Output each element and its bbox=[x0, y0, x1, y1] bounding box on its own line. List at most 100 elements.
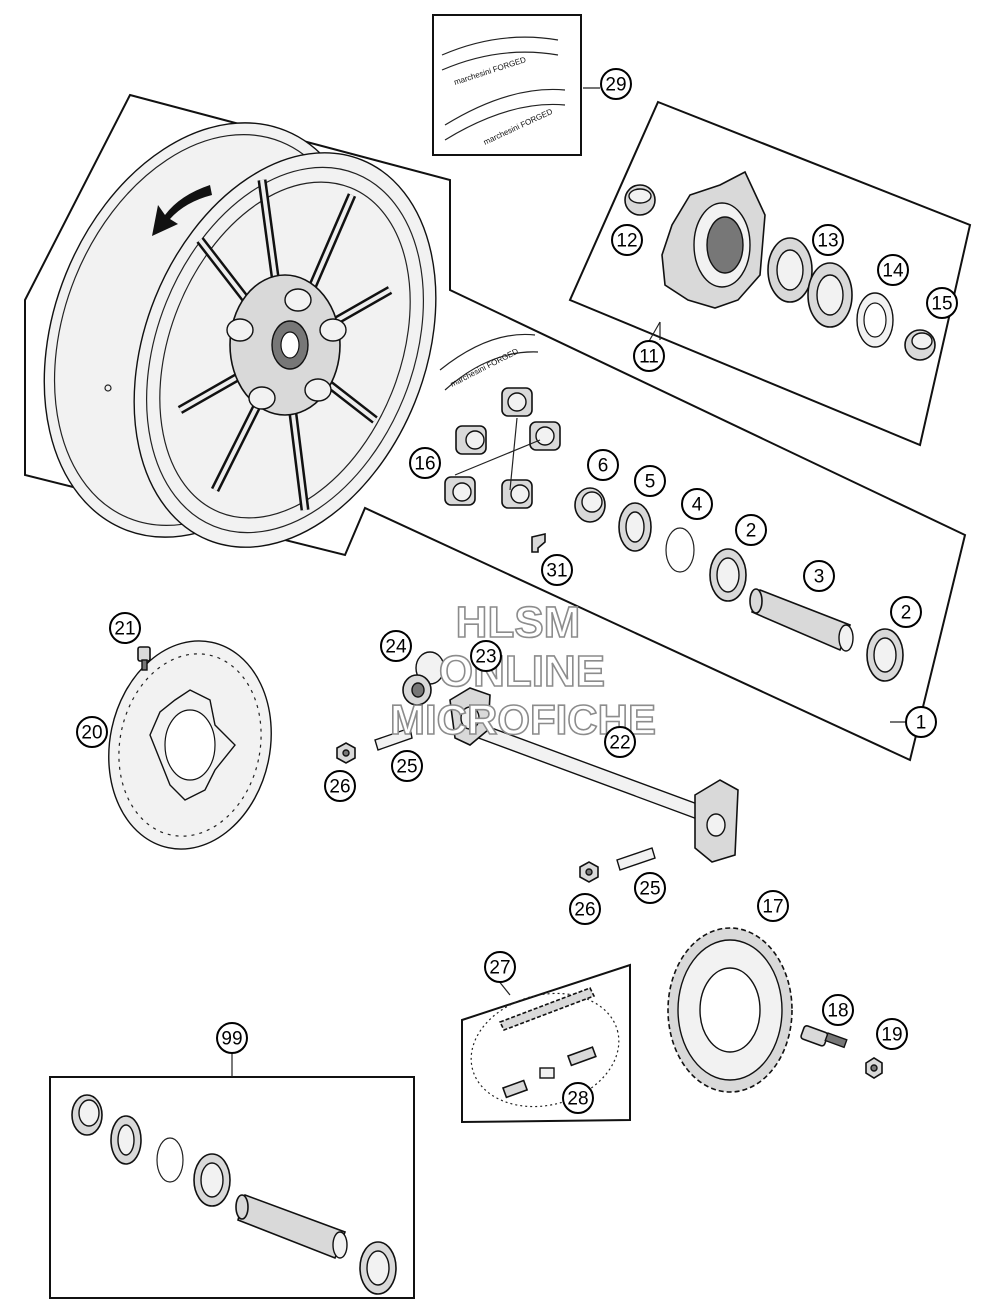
callout-21: 21 bbox=[109, 612, 141, 644]
callout-number: 23 bbox=[475, 647, 496, 668]
callout-circle bbox=[604, 726, 636, 758]
callout-circle bbox=[562, 1082, 594, 1114]
callout-2: 2 bbox=[735, 514, 767, 546]
callout-27: 27 bbox=[484, 951, 516, 983]
decal-set-box: marchesini FORGED marchesini FORGED bbox=[432, 14, 582, 156]
callout-6: 6 bbox=[587, 449, 619, 481]
watermark-line-1: HLSM bbox=[456, 598, 581, 647]
callout-23: 23 bbox=[470, 640, 502, 672]
circlip-4 bbox=[665, 527, 695, 573]
callout-number: 14 bbox=[882, 261, 904, 282]
callout-14: 14 bbox=[877, 254, 909, 286]
decal-text-loose: marchesini FORGED bbox=[449, 347, 520, 389]
spacer-6 bbox=[574, 487, 606, 523]
callout-number: 21 bbox=[114, 619, 135, 640]
adjuster-screw-25-left bbox=[374, 727, 413, 751]
chain-box bbox=[461, 963, 631, 1124]
callout-15: 15 bbox=[926, 287, 958, 319]
watermark-line-2: ONLINE bbox=[439, 647, 605, 696]
decal-text-top: marchesini FORGED bbox=[453, 55, 527, 87]
callout-4: 4 bbox=[681, 488, 713, 520]
callout-circle bbox=[484, 951, 516, 983]
callout-number: 3 bbox=[814, 567, 825, 588]
callout-19: 19 bbox=[876, 1018, 908, 1050]
callout-1: 1 bbox=[905, 706, 937, 738]
callout-circle bbox=[890, 596, 922, 628]
callout-number: 26 bbox=[329, 777, 350, 798]
callout-25: 25 bbox=[391, 750, 423, 782]
callout-12: 12 bbox=[611, 224, 643, 256]
distance-sleeve-3 bbox=[749, 588, 854, 652]
callout-circle bbox=[380, 630, 412, 662]
callout-number: 1 bbox=[916, 713, 927, 734]
callout-number: 18 bbox=[827, 1001, 848, 1022]
callout-circle bbox=[324, 770, 356, 802]
callout-number: 25 bbox=[396, 757, 417, 778]
callout-circle bbox=[634, 465, 666, 497]
callout-number: 13 bbox=[817, 231, 838, 252]
callout-number: 29 bbox=[605, 75, 626, 96]
brake-disc bbox=[108, 640, 272, 850]
callout-circle bbox=[391, 750, 423, 782]
callout-number: 11 bbox=[639, 347, 659, 368]
callout-circle bbox=[541, 554, 573, 586]
callout-31: 31 bbox=[541, 554, 573, 586]
nut-26-right bbox=[579, 861, 599, 883]
callout-99: 99 bbox=[216, 1022, 248, 1054]
bearing-2-right bbox=[866, 628, 904, 682]
callout-number: 25 bbox=[639, 879, 660, 900]
callout-number: 6 bbox=[598, 456, 609, 477]
callout-number: 19 bbox=[881, 1025, 902, 1046]
seal-5 bbox=[618, 502, 652, 552]
callout-24: 24 bbox=[380, 630, 412, 662]
axle-nut-24 bbox=[402, 674, 432, 706]
callout-20: 20 bbox=[76, 716, 108, 748]
watermark: HLSM ONLINE MICROFICHE bbox=[389, 597, 657, 744]
nut-26-left bbox=[336, 742, 356, 764]
callout-circle bbox=[803, 560, 835, 592]
callout-number: 4 bbox=[692, 495, 703, 516]
callout-number: 27 bbox=[489, 958, 510, 979]
rear-wheel bbox=[43, 122, 437, 548]
callout-circle bbox=[812, 224, 844, 256]
bearing-2-left bbox=[709, 548, 747, 602]
callout-number: 99 bbox=[221, 1029, 242, 1050]
callout-circle bbox=[611, 224, 643, 256]
callout-25: 25 bbox=[634, 872, 666, 904]
decal-loose: marchesini FORGED bbox=[439, 333, 539, 391]
callout-number: 28 bbox=[567, 1089, 588, 1110]
cush-drive-dampers bbox=[444, 387, 561, 509]
wheel-group-outline bbox=[24, 93, 967, 762]
callout-circle bbox=[587, 449, 619, 481]
sprocket-bolt-18 bbox=[800, 1025, 848, 1049]
callout-circle bbox=[735, 514, 767, 546]
callout-5: 5 bbox=[634, 465, 666, 497]
callout-number: 2 bbox=[901, 603, 912, 624]
callout-circle bbox=[876, 1018, 908, 1050]
rotation-direction-arrow-icon bbox=[152, 185, 212, 236]
callout-13: 13 bbox=[812, 224, 844, 256]
valve-31 bbox=[531, 532, 546, 553]
callout-17: 17 bbox=[757, 890, 789, 922]
callout-circle bbox=[877, 254, 909, 286]
callout-28: 28 bbox=[562, 1082, 594, 1114]
sprocket-nut-19 bbox=[865, 1057, 883, 1079]
callout-number: 16 bbox=[414, 454, 435, 475]
callout-26: 26 bbox=[569, 893, 601, 925]
callout-number: 22 bbox=[609, 733, 630, 754]
callout-circle bbox=[926, 287, 958, 319]
callout-2: 2 bbox=[890, 596, 922, 628]
chain-adjuster-23 bbox=[449, 687, 491, 746]
callout-22: 22 bbox=[604, 726, 636, 758]
callout-number: 15 bbox=[931, 294, 952, 315]
callout-number: 12 bbox=[616, 231, 637, 252]
callout-26: 26 bbox=[324, 770, 356, 802]
callout-circle bbox=[905, 706, 937, 738]
callout-number: 26 bbox=[574, 900, 595, 921]
callout-circle bbox=[216, 1022, 248, 1054]
adjuster-screw-25-right bbox=[616, 847, 656, 871]
callout-number: 2 bbox=[746, 521, 757, 542]
sprocket-carrier-group-box bbox=[568, 100, 972, 447]
